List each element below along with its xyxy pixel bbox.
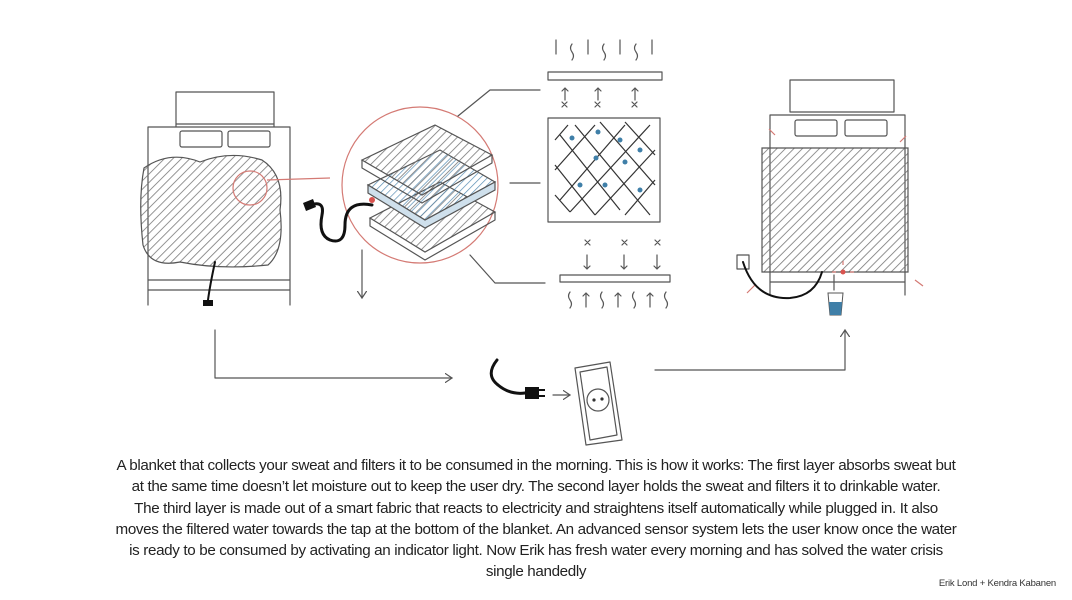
wall-socket-icon <box>574 361 623 446</box>
wall-socket-small <box>736 254 750 270</box>
flow-arrows <box>214 330 845 395</box>
caption-line: at the same time doesn’t let moisture ou… <box>131 478 941 496</box>
power-plug-icon <box>489 358 545 399</box>
layer-2-filter-detail <box>547 117 661 223</box>
caption-line: The third layer is made out of a smart f… <box>134 499 938 517</box>
caption-line: single handedly <box>485 563 587 581</box>
bed-right-illustration <box>736 79 924 316</box>
zoom-circle-small <box>232 170 268 206</box>
bed-left-illustration <box>140 91 331 306</box>
caption-line: moves the filtered water towards the tap… <box>115 520 957 538</box>
caption-line: A blanket that collects your sweat and f… <box>116 457 956 474</box>
author-credit: Erik Lond + Kendra Kabanen <box>938 578 1056 589</box>
connector-lines <box>457 89 546 284</box>
ready-indicator-light <box>840 269 846 275</box>
layer-3-detail <box>559 239 671 309</box>
blanket-diagram <box>140 39 924 446</box>
indicator-light <box>369 197 375 203</box>
description-caption: A blanket that collects your sweat and f… <box>0 455 1072 583</box>
layer-1-detail <box>547 39 663 108</box>
blanket-layers-exploded <box>303 106 499 298</box>
caption-line: is ready to be consumed by activating an… <box>129 542 943 560</box>
